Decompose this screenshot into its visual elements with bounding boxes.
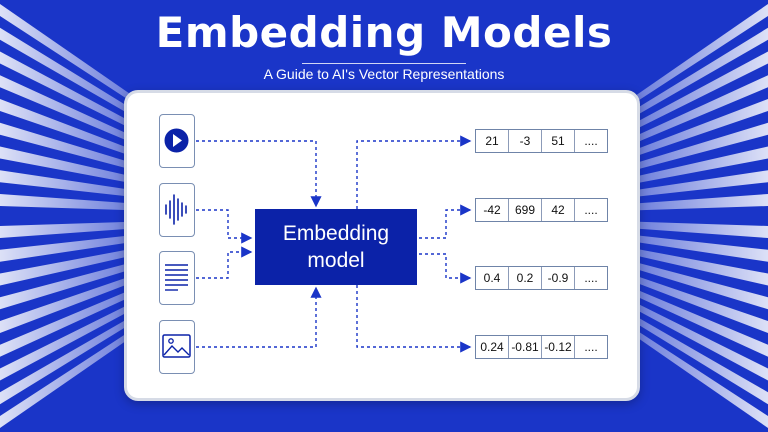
title-divider <box>302 63 466 64</box>
vector-cell: -0.9 <box>542 267 575 289</box>
vector-cell: 0.4 <box>476 267 509 289</box>
vector-cell: 0.2 <box>509 267 542 289</box>
model-label-line-2: model <box>307 249 365 272</box>
embedding-model-box: Embedding model <box>255 209 417 285</box>
connector-video <box>196 140 322 208</box>
vector-cell: .... <box>584 134 598 148</box>
connector-audio <box>196 209 253 244</box>
audio-waveform-icon <box>165 194 187 225</box>
play-icon <box>164 128 189 153</box>
output-vector-4: 0.24 -0.81 -0.12 .... <box>475 335 608 359</box>
vector-cell: -0.81 <box>509 336 542 358</box>
vector-cell: 699 <box>509 199 542 221</box>
output-vector-1: 21 -3 51 .... <box>475 129 608 153</box>
connector-vector-2 <box>419 204 472 239</box>
vector-cell: .... <box>584 271 598 285</box>
vector-cell: -0.12 <box>542 336 575 358</box>
vector-cell: 42 <box>542 199 575 221</box>
audio-input <box>159 183 195 237</box>
connector-vector-1 <box>356 135 472 209</box>
connector-vector-3 <box>419 253 472 284</box>
image-input <box>159 320 195 374</box>
output-vector-2: -42 699 42 .... <box>475 198 608 222</box>
connector-vector-4 <box>356 285 472 353</box>
vector-cell: -3 <box>509 130 542 152</box>
text-input <box>159 251 195 305</box>
image-icon <box>162 334 191 358</box>
text-document-icon <box>165 264 188 291</box>
connector-text <box>196 246 253 279</box>
video-input <box>159 114 195 168</box>
vector-cell: 0.24 <box>476 336 509 358</box>
vector-cell: .... <box>584 203 598 217</box>
vector-cell: -42 <box>476 199 509 221</box>
connector-image <box>196 286 322 348</box>
page-subtitle: A Guide to AI's Vector Representations <box>263 66 505 82</box>
model-label-line-1: Embedding <box>282 222 390 245</box>
vector-cell: .... <box>584 340 598 354</box>
page-title: Embedding Models <box>155 8 613 57</box>
vector-cell: 51 <box>542 130 575 152</box>
vector-cell: 21 <box>476 130 509 152</box>
output-vector-3: 0.4 0.2 -0.9 .... <box>475 266 608 290</box>
